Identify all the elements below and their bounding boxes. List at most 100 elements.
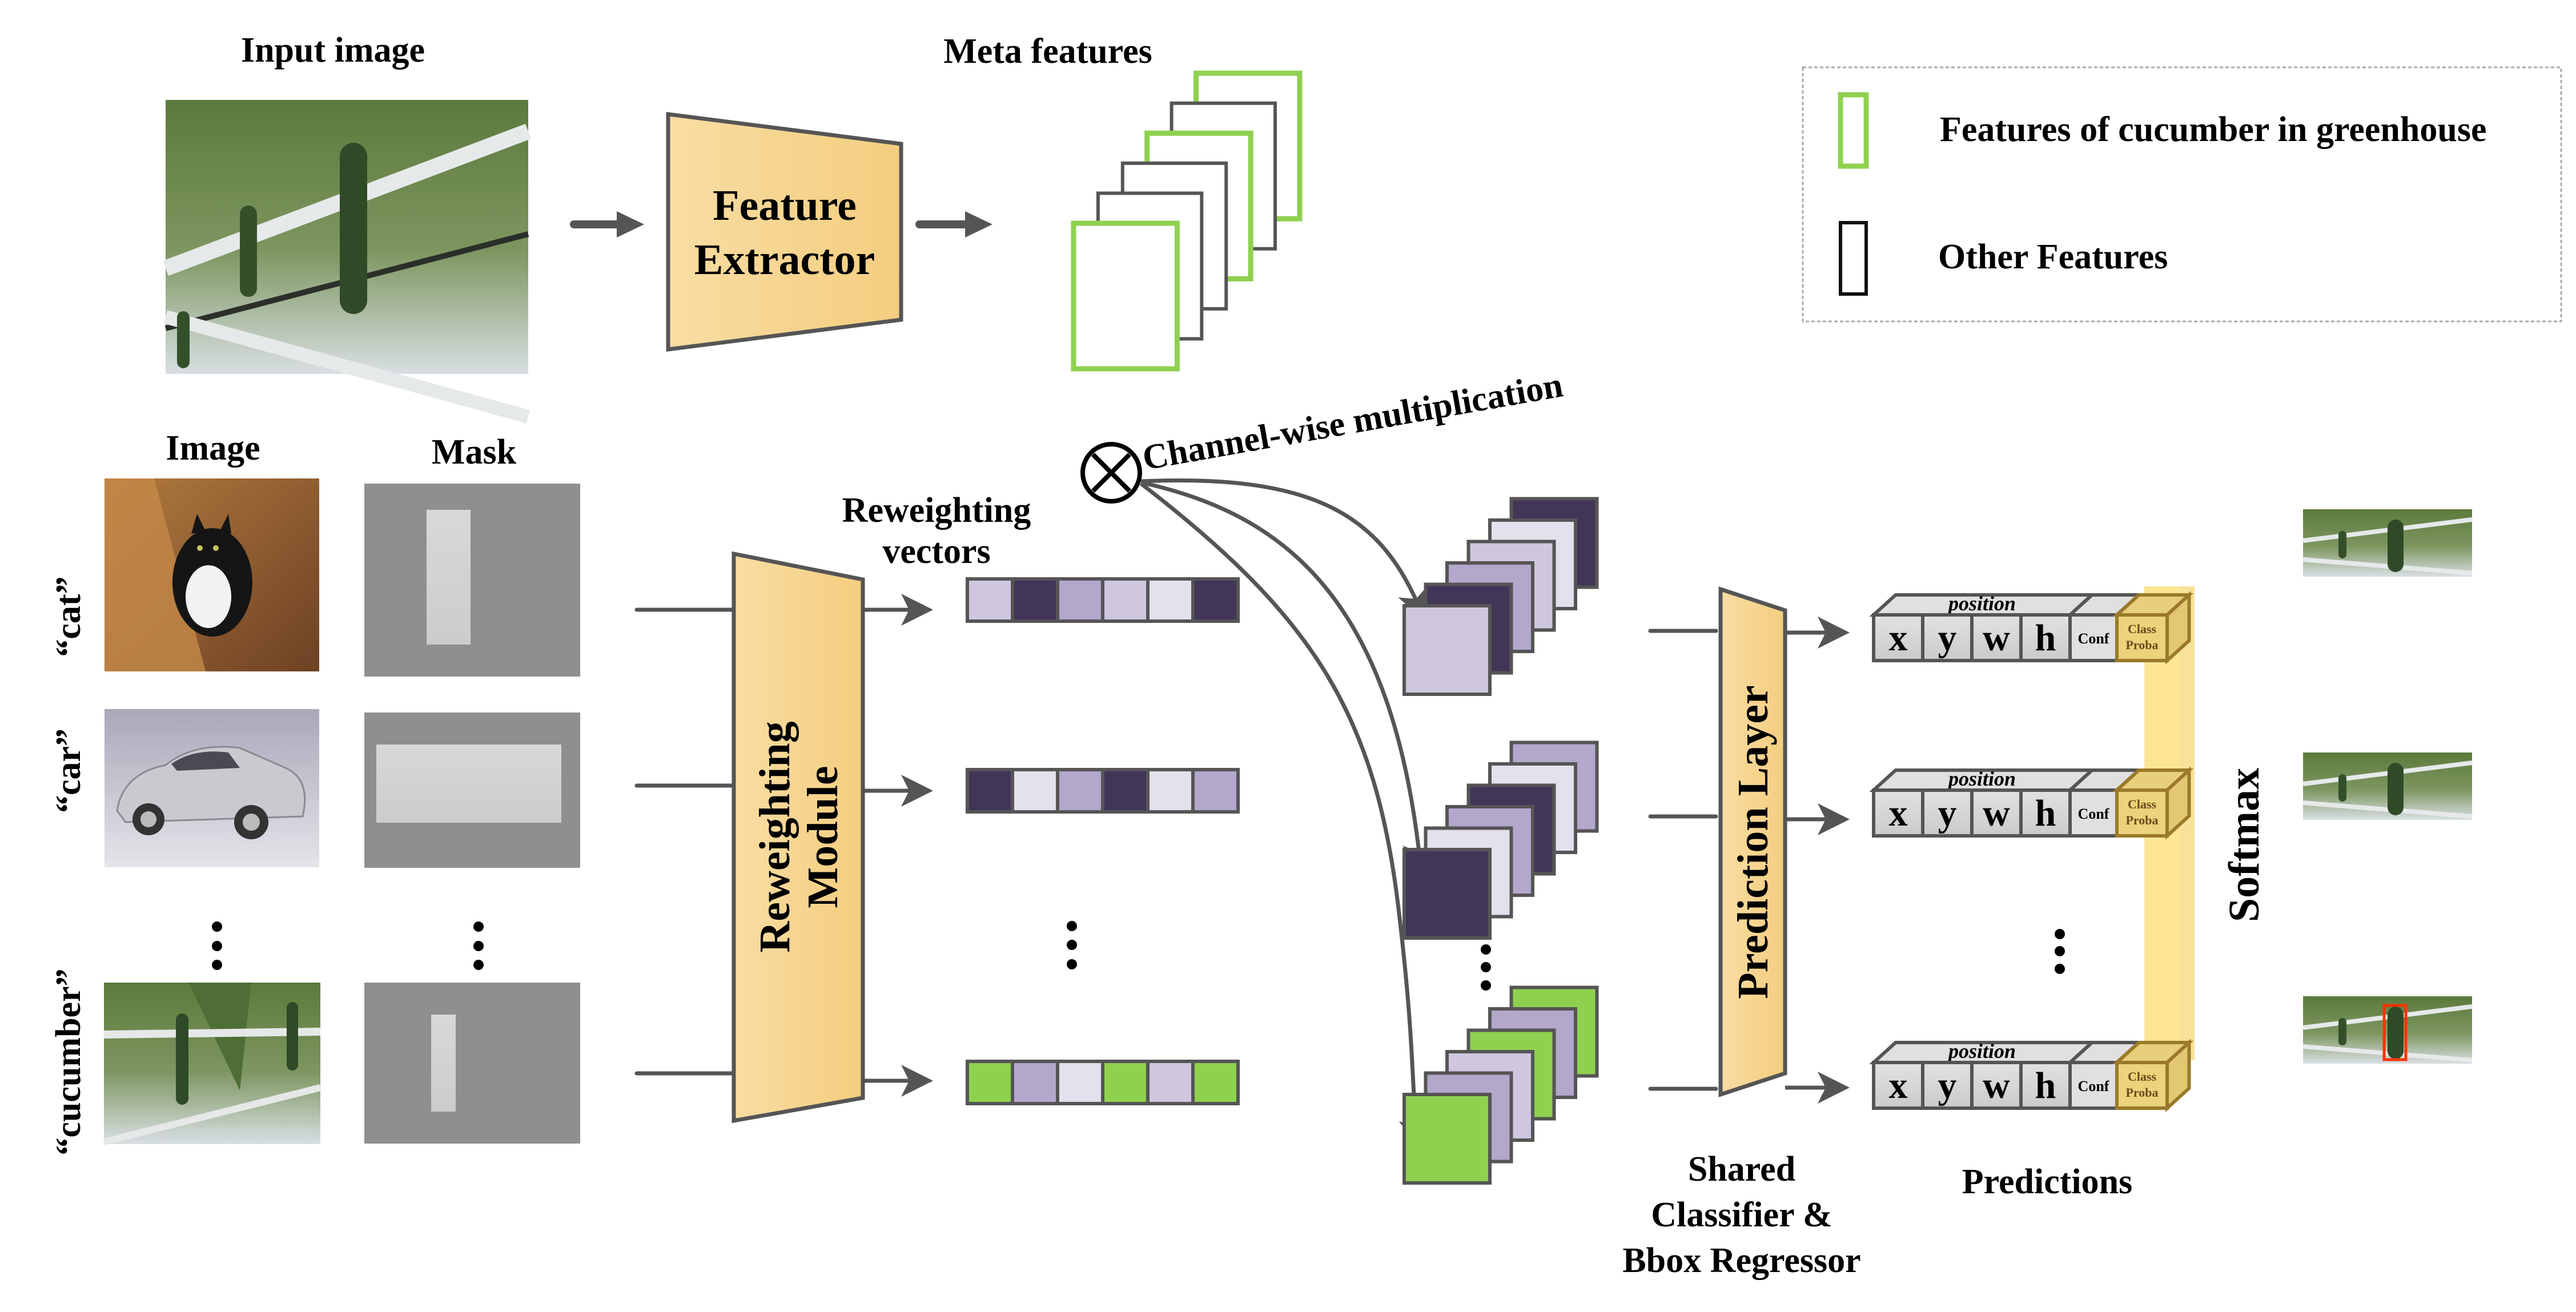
reweighting-module-label-2: Module — [799, 766, 847, 908]
prediction-caption-1: Shared — [1688, 1150, 1795, 1189]
vector-cell — [1056, 577, 1104, 623]
detection-bbox — [2382, 1004, 2408, 1061]
support-image-cat — [105, 478, 319, 671]
prediction-cell-label: y — [1938, 1065, 1957, 1106]
class-label-cat: “cat” — [49, 576, 88, 657]
support-mask-car — [364, 713, 580, 868]
feature-map-cucumber — [1071, 220, 1180, 372]
reweighted-feature-map — [1402, 604, 1492, 696]
vector-cell — [1101, 1060, 1150, 1105]
reweighted-feature-stacks — [1402, 497, 1599, 1185]
conf-label: Conf — [2078, 806, 2109, 822]
support-ellipsis — [212, 921, 484, 970]
channel-multiply-label: Channel-wise multiplication — [1140, 365, 1566, 477]
reweighted-ellipsis — [1481, 944, 1491, 991]
reweighted-feature-map — [1402, 848, 1492, 940]
arrows-to-predictions — [1785, 617, 1850, 1104]
legend-swatch-green — [1838, 92, 1869, 169]
vector-cell — [1191, 577, 1240, 623]
predictions-caption: Predictions — [1962, 1162, 2133, 1201]
class-proba-cell — [2115, 1061, 2169, 1110]
prediction-caption-3: Bbox Regressor — [1622, 1241, 1860, 1280]
position-label: position — [1947, 1040, 2016, 1063]
class-proba-label: Proba — [2125, 638, 2158, 652]
vector-cell — [1146, 577, 1195, 623]
arrow-to-feature-extractor — [570, 211, 644, 238]
prediction-layer-label: Prediction Layer — [1729, 685, 1777, 999]
channel-multiply-arrows — [1139, 478, 1434, 1150]
vector-cell — [966, 768, 1014, 814]
vector-cell — [1101, 577, 1150, 623]
vector-cell — [1101, 768, 1150, 814]
reweighting-vectors — [966, 577, 1240, 1105]
feature-extractor: Feature Extractor — [666, 112, 903, 352]
support-image-cucumber — [103, 983, 322, 1145]
support-mask-cat — [364, 484, 580, 677]
reweighting-module: Reweighting Module — [732, 551, 865, 1124]
legend-label-black: Other Features — [1938, 238, 2168, 276]
prediction-cell-label: x — [1889, 1065, 1908, 1106]
legend-swatch-black — [1839, 221, 1868, 296]
vector-cell — [966, 1060, 1014, 1105]
reweighting-vectors-label-1: Reweighting — [842, 491, 1031, 530]
prediction-cell-label: h — [2035, 1065, 2056, 1106]
position-label: position — [1947, 767, 2016, 790]
prediction-cell-label: y — [1938, 792, 1957, 834]
prediction-cell-y — [1921, 788, 1974, 838]
output-image — [2302, 509, 2473, 577]
prediction-cell-label: x — [1889, 617, 1908, 659]
prediction-cell-label: w — [1983, 617, 2010, 659]
predictions-ellipsis — [2055, 929, 2065, 974]
class-proba-label: Class — [2128, 1069, 2157, 1084]
input-image-label: Input image — [241, 31, 425, 70]
prediction-cell-h — [2019, 613, 2072, 662]
prediction-cell-y — [1921, 613, 1974, 662]
meta-feature-stack — [1071, 70, 1303, 372]
feature-extractor-label-2: Extractor — [694, 236, 875, 284]
conf-cell — [2068, 1061, 2119, 1110]
class-proba-label: Proba — [2125, 1085, 2158, 1100]
prediction-cell-w — [1970, 613, 2023, 662]
class-proba-label: Class — [2128, 622, 2157, 636]
vector-cell — [1146, 768, 1195, 814]
feature-extractor-label-1: Feature — [713, 182, 857, 230]
mask-column-header: Mask — [432, 433, 517, 472]
class-proba-cell — [2115, 788, 2169, 838]
prediction-cell-label: y — [1938, 617, 1957, 659]
prediction-cell-label: h — [2035, 792, 2056, 834]
meta-features-label: Meta features — [943, 32, 1152, 71]
class-proba-label: Class — [2128, 797, 2157, 811]
vector-cell — [1011, 1060, 1059, 1105]
vector-cell — [1056, 1060, 1104, 1105]
vector-cell — [1056, 768, 1104, 814]
conf-label: Conf — [2078, 630, 2109, 647]
position-label: position — [1947, 592, 2016, 615]
vector-cell — [1146, 1060, 1195, 1105]
channel-multiply-operator — [1080, 442, 1142, 504]
reweighted-feature-map — [1402, 1093, 1492, 1185]
support-mask-cucumber — [364, 983, 580, 1144]
output-image — [2302, 752, 2473, 820]
reweighting-module-label-1: Reweighting — [751, 721, 799, 952]
softmax-label: Softmax — [2220, 768, 2268, 922]
support-image-car — [105, 709, 319, 867]
prediction-cell-label: x — [1889, 792, 1908, 834]
prediction-cell-label: w — [1983, 1065, 2010, 1106]
class-label-cucumber: “cucumber” — [49, 968, 88, 1155]
legend: Features of cucumber in greenhouse Other… — [1802, 66, 2562, 323]
image-column-header: Image — [166, 429, 260, 468]
prediction-cell-w — [1970, 1061, 2023, 1110]
vector-cell — [1011, 577, 1059, 623]
input-image — [163, 100, 531, 417]
class-label-car: “car” — [49, 729, 88, 813]
vector-cell — [1011, 768, 1059, 814]
reweighting-vectors-label-2: vectors — [882, 532, 990, 571]
output-images — [2302, 509, 2473, 1064]
prediction-cell-label: h — [2035, 617, 2056, 659]
conf-label: Conf — [2078, 1078, 2109, 1094]
vector-cell — [966, 577, 1014, 623]
prediction-layer: Prediction Layer — [1718, 586, 1787, 1097]
